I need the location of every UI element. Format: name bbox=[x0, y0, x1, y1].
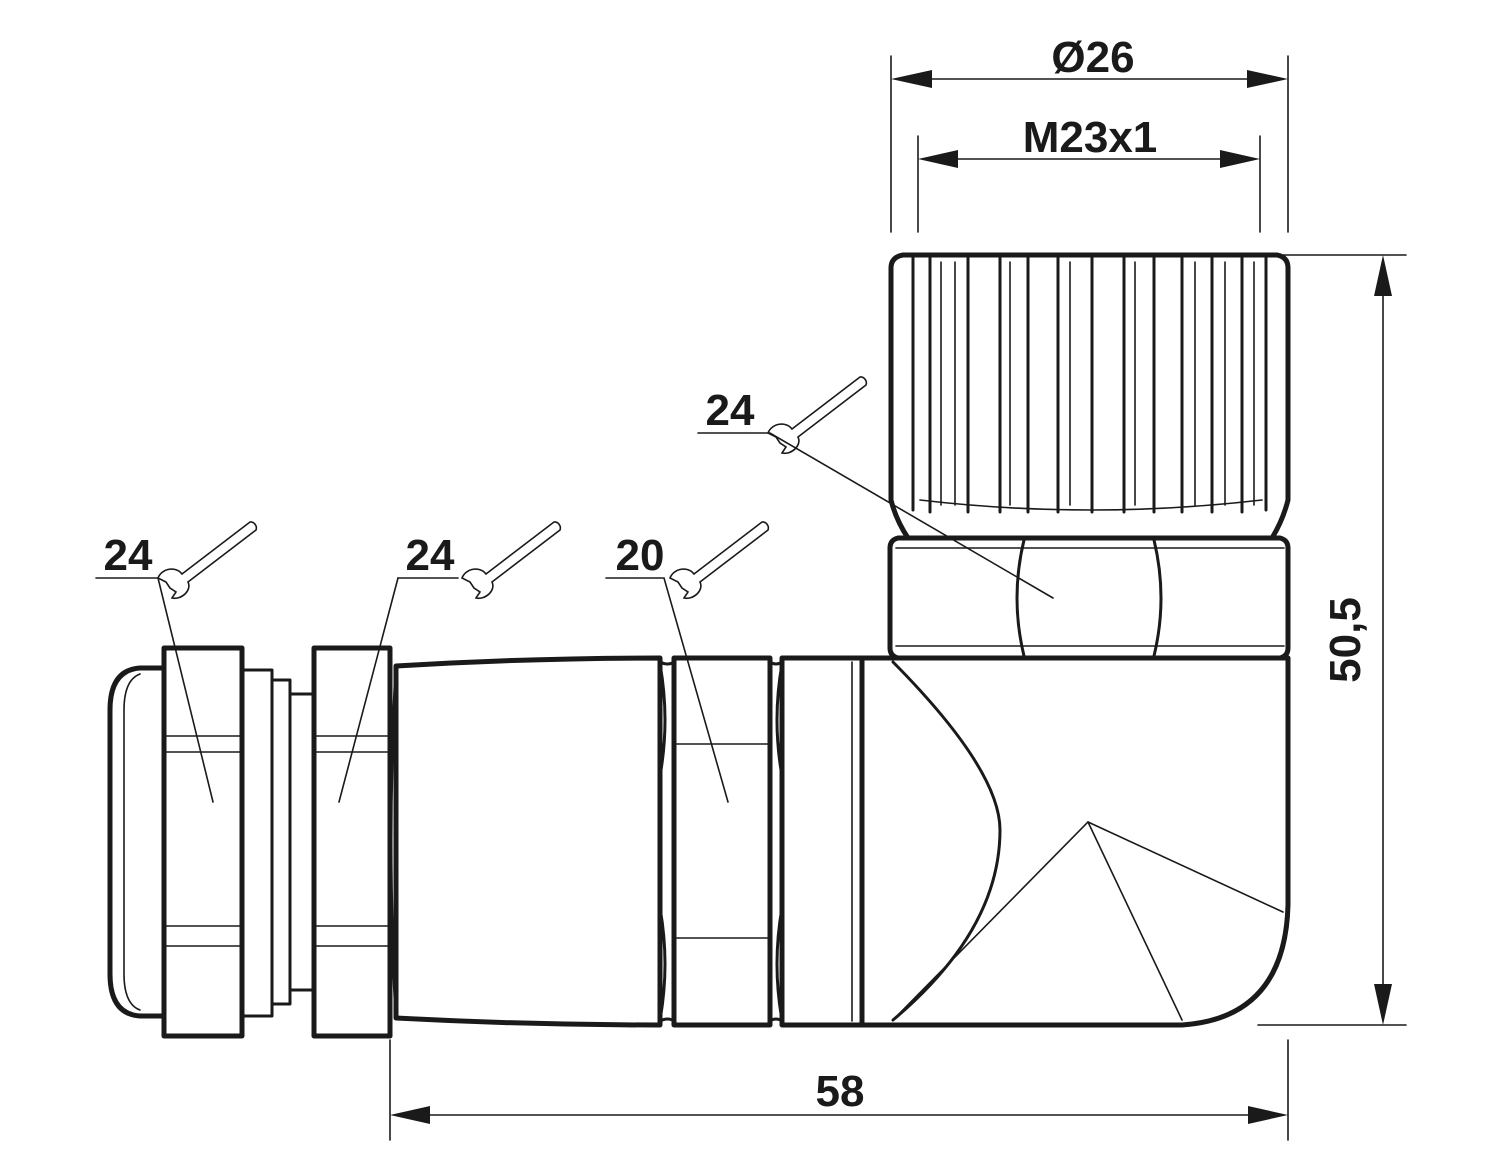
coupling-nut-wrench-size: 24 bbox=[706, 386, 755, 435]
height-label: 50,5 bbox=[1321, 597, 1370, 683]
thread-label: M23x1 bbox=[1023, 113, 1158, 162]
coupling-nut bbox=[888, 252, 1291, 541]
length-label: 58 bbox=[816, 1067, 865, 1116]
wrench-icon bbox=[461, 521, 562, 600]
cable-gland bbox=[107, 645, 393, 1039]
callout-housing: 20 bbox=[605, 521, 770, 803]
callout-cable-gland-nut: 24 bbox=[338, 521, 562, 803]
callout-coupling-nut: 24 bbox=[697, 376, 1054, 599]
dimension-thread: M23x1 bbox=[917, 113, 1261, 233]
diameter-label: Ø26 bbox=[1051, 33, 1134, 82]
housing-wrench-size: 20 bbox=[616, 531, 665, 580]
dimension-outer-diameter: Ø26 bbox=[890, 33, 1289, 233]
cable-gland-nut-wrench-size: 24 bbox=[406, 531, 455, 580]
hex-collar bbox=[887, 535, 1291, 661]
gland-body-wrench-size: 24 bbox=[104, 531, 153, 580]
dimension-length: 58 bbox=[389, 1039, 1289, 1141]
wrench-icon bbox=[767, 376, 868, 455]
wrench-icon bbox=[669, 521, 770, 600]
callout-gland-body: 24 bbox=[95, 521, 258, 803]
dimension-height: 50,5 bbox=[1257, 254, 1407, 1026]
housing-body bbox=[389, 655, 865, 1028]
wrench-icon bbox=[157, 521, 258, 600]
knurl-ridges bbox=[911, 256, 1268, 514]
angled-housing bbox=[859, 655, 1291, 1028]
